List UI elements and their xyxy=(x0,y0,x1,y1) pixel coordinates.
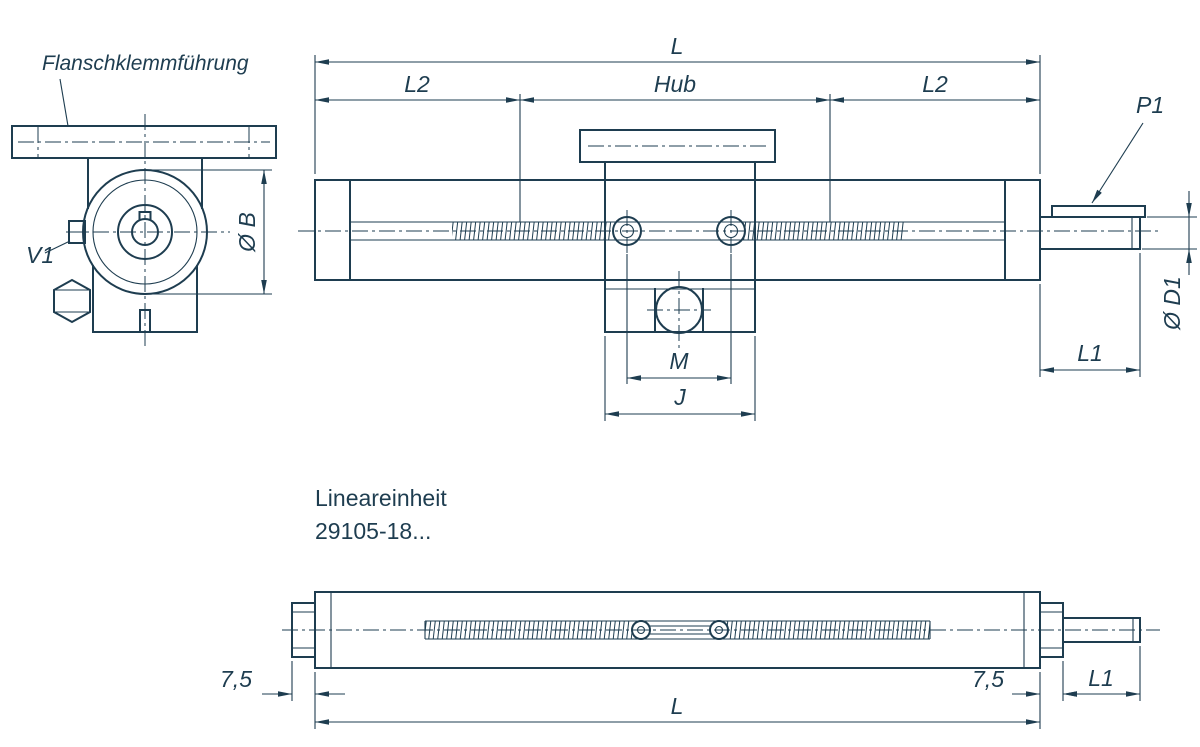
left-end-nut xyxy=(291,602,316,658)
bottom-view: 7,5 7,5 L1 L xyxy=(220,591,1160,729)
product-name: Lineareinheit xyxy=(315,485,447,511)
main-view: M J L L2 Hub L2 P1 Ø D1 xyxy=(298,33,1197,421)
dim-label-v1: V1 xyxy=(26,242,54,268)
v1-leader-line xyxy=(44,240,71,254)
dim-label-offset-right: 7,5 xyxy=(972,666,1004,692)
rail-body xyxy=(314,179,1041,281)
flange-plate xyxy=(11,125,277,159)
dim-label-l2-right: L2 xyxy=(922,71,948,97)
bottom-thread-right xyxy=(727,621,930,639)
dim-label-l1-bottom: L1 xyxy=(1088,665,1114,691)
dim-label-l1-top: L1 xyxy=(1077,340,1103,366)
product-order-number: 29105-18... xyxy=(315,518,431,544)
carriage-plate xyxy=(579,129,776,163)
thread-section-right xyxy=(742,222,905,240)
hub-circle xyxy=(117,204,173,260)
p1-leader-arrow xyxy=(1091,122,1144,204)
coupling-screw-left xyxy=(631,620,651,640)
bottom-thread-left xyxy=(425,621,632,639)
product-label: Lineareinheit 29105-18... xyxy=(315,485,447,544)
flange-clamp-label: Flanschklemmführung xyxy=(42,52,249,75)
thread-section-left xyxy=(452,222,612,240)
dim-label-hub: Hub xyxy=(654,71,696,97)
keyway xyxy=(138,211,152,220)
dim-label-p1: P1 xyxy=(1136,92,1164,118)
right-end-nut xyxy=(1039,602,1064,658)
flange-clamp-leader-line xyxy=(59,78,69,127)
dim-label-j: J xyxy=(673,384,686,410)
clamp-body-outer-circle xyxy=(82,169,208,295)
dim-label-m: M xyxy=(669,348,689,374)
dim-label-diameter-b: Ø B xyxy=(234,212,260,253)
p1-clamp-strip xyxy=(1051,205,1146,218)
bore-circle xyxy=(131,218,159,246)
clamp-bolt-hex xyxy=(53,278,91,324)
dim-label-l-top: L xyxy=(671,33,684,59)
clamp-slot xyxy=(139,309,151,333)
dim-label-l2-left: L2 xyxy=(404,71,430,97)
dim-label-offset-left: 7,5 xyxy=(220,666,252,692)
flange-clamp-view: Flanschklemmführung V1 xyxy=(11,52,277,348)
dim-label-l-bottom: L xyxy=(671,693,684,719)
v1-screw xyxy=(68,220,86,244)
coupling-screw-right xyxy=(709,620,729,640)
dim-label-diameter-d1: Ø D1 xyxy=(1159,276,1185,331)
